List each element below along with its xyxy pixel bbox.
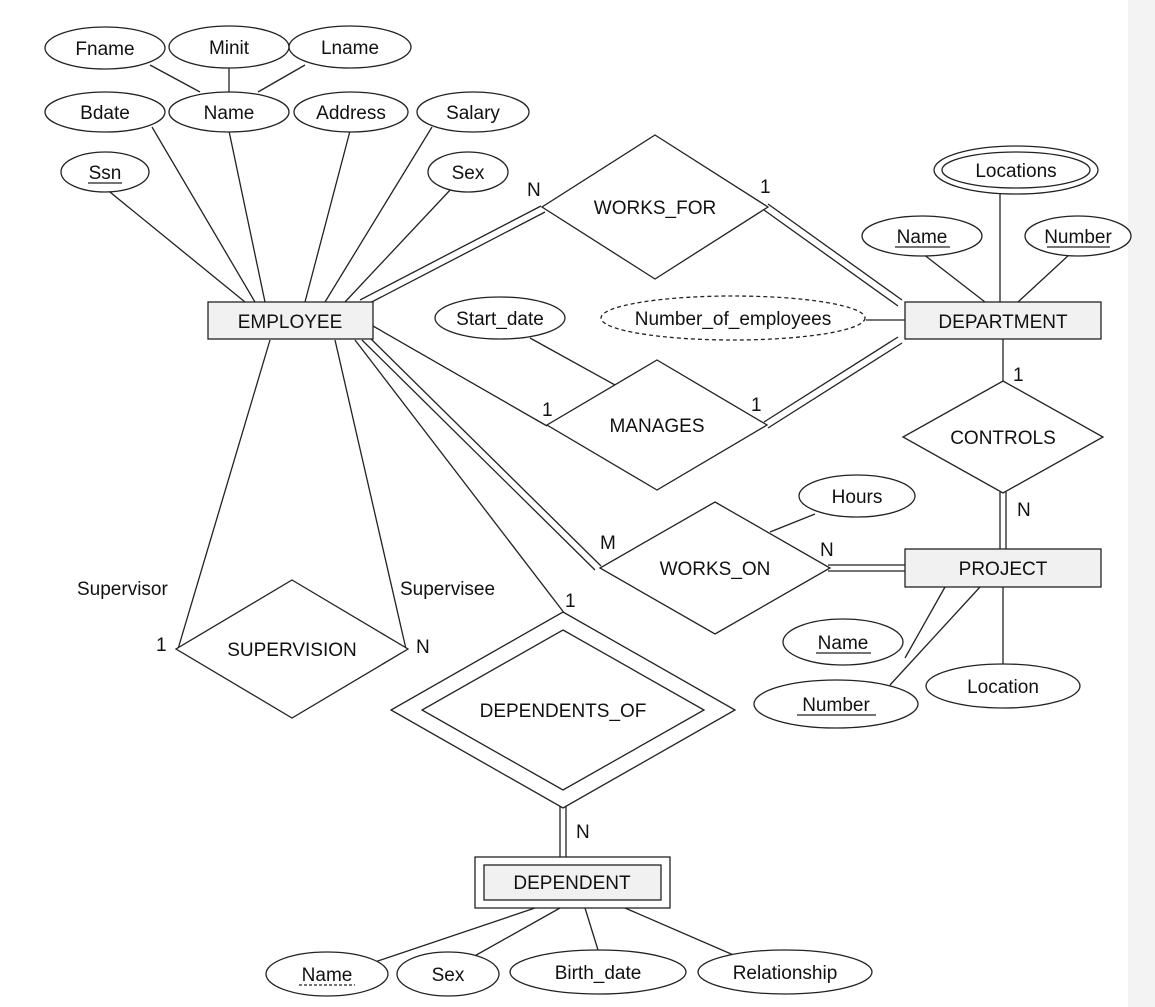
attr-employee-fname-label: Fname (75, 39, 134, 60)
attr-project-number-label: Number (802, 695, 870, 716)
attr-employee-fname: Fname (44, 26, 166, 70)
attr-department-number-label: Number (1044, 227, 1112, 248)
attr-employee-bdate-label: Bdate (80, 103, 130, 124)
attr-dependent-relationship-label: Relationship (733, 963, 838, 984)
attr-manages-start-date-label: Start_date (456, 309, 544, 330)
entity-dependent-label: DEPENDENT (513, 873, 631, 894)
attr-employee-minit-label: Minit (209, 38, 250, 59)
attr-employee-bdate: Bdate (44, 91, 166, 133)
entity-project-label: PROJECT (959, 559, 1048, 580)
entity-employee-label: EMPLOYEE (238, 312, 343, 333)
cardinality-controls-project: N (1017, 500, 1031, 521)
attr-dependent-birth-date: Birth_date (509, 949, 687, 995)
attr-employee-address: Address (293, 91, 409, 133)
page-edge-shading (1128, 0, 1155, 1007)
attr-dependent-name-label: Name (302, 965, 353, 986)
entity-department: DEPARTMENT (904, 301, 1102, 340)
attr-department-name-label: Name (897, 227, 948, 248)
relationship-dependents-of: DEPENDENTS_OF (389, 611, 737, 809)
attr-department-number-of-employees-label: Number_of_employees (635, 309, 831, 330)
attr-project-location: Location (925, 663, 1081, 709)
attr-department-number-of-employees: Number_of_employees (600, 295, 866, 341)
attr-works-on-hours: Hours (798, 474, 916, 518)
attr-manages-start-date: Start_date (434, 296, 566, 340)
entity-employee: EMPLOYEE (207, 301, 374, 340)
relationship-manages: MANAGES (545, 359, 769, 491)
attr-department-number: Number (1024, 215, 1132, 257)
cardinality-works-on-project: N (820, 540, 834, 561)
relationship-supervision-label: SUPERVISION (227, 640, 357, 661)
cardinality-controls-department: 1 (1013, 365, 1024, 386)
attr-employee-ssn-label: Ssn (89, 163, 122, 184)
relationship-works-on: WORKS_ON (598, 501, 832, 635)
attr-project-name-label: Name (818, 633, 869, 654)
relationship-works-on-label: WORKS_ON (660, 559, 771, 580)
attr-department-name: Name (861, 215, 983, 257)
attr-employee-lname: Lname (288, 25, 412, 69)
cardinality-manages-department: 1 (751, 395, 762, 416)
attr-works-on-hours-label: Hours (832, 487, 883, 508)
attr-employee-minit: Minit (168, 25, 290, 69)
attr-employee-name: Name (168, 91, 290, 133)
cardinality-supervision-supervisee: N (416, 637, 430, 658)
attr-employee-sex: Sex (427, 151, 509, 193)
cardinality-works-on-employee: M (600, 533, 616, 554)
attr-employee-salary-label: Salary (446, 103, 500, 124)
attr-project-name: Name (782, 618, 904, 666)
relationship-works-for-label: WORKS_FOR (594, 198, 716, 219)
attr-employee-name-label: Name (204, 103, 255, 124)
attr-dependent-sex: Sex (396, 951, 500, 997)
attr-dependent-birth-date-label: Birth_date (555, 963, 642, 984)
entity-department-label: DEPARTMENT (938, 312, 1068, 333)
relationship-controls: CONTROLS (901, 380, 1105, 494)
relationship-works-for: WORKS_FOR (540, 134, 770, 280)
attr-employee-address-label: Address (316, 103, 386, 124)
entity-dependent: DEPENDENT (474, 856, 671, 909)
attr-dependent-relationship: Relationship (697, 949, 873, 995)
role-supervisor: Supervisor (77, 579, 168, 600)
attr-department-locations-label: Locations (975, 161, 1056, 182)
relationship-manages-label: MANAGES (609, 416, 704, 437)
attr-department-locations: Locations (933, 145, 1099, 195)
connector-lines (104, 64, 1071, 968)
attr-employee-ssn: Ssn (60, 151, 150, 193)
attr-project-number: Number (753, 679, 919, 729)
cardinality-manages-employee: 1 (542, 400, 553, 421)
cardinality-dependents-of-dependent: N (576, 822, 590, 843)
entity-project: PROJECT (904, 548, 1102, 588)
cardinality-supervision-supervisor: 1 (156, 635, 167, 656)
cardinality-works-for-department: 1 (760, 177, 771, 198)
attr-employee-lname-label: Lname (321, 38, 379, 59)
attr-dependent-name: Name (265, 951, 389, 997)
attr-employee-salary: Salary (416, 91, 530, 133)
attr-project-location-label: Location (967, 677, 1039, 698)
cardinality-dependents-of-employee: 1 (565, 591, 576, 612)
attr-employee-sex-label: Sex (452, 163, 485, 184)
relationship-dependents-of-label: DEPENDENTS_OF (480, 701, 647, 722)
relationship-controls-label: CONTROLS (950, 428, 1056, 449)
role-supervisee: Supervisee (400, 579, 495, 600)
cardinality-works-for-employee: N (527, 180, 541, 201)
attr-dependent-sex-label: Sex (432, 965, 465, 986)
relationship-supervision: SUPERVISION (174, 579, 410, 719)
